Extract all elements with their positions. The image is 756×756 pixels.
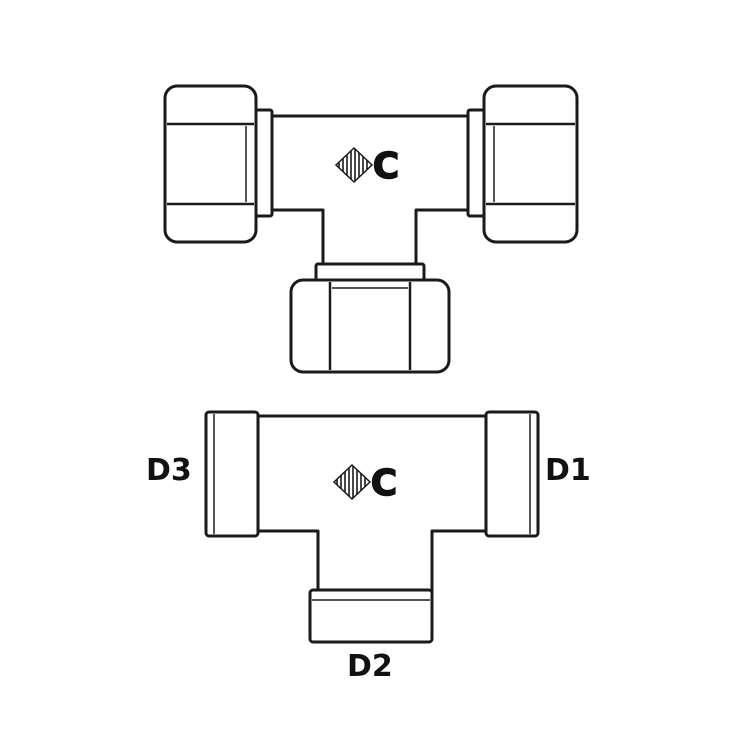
port-d1 bbox=[484, 410, 540, 538]
port-d2 bbox=[308, 588, 434, 644]
port-d3 bbox=[204, 410, 260, 538]
label-d1: D1 bbox=[545, 453, 591, 488]
diamond-hatch-icon bbox=[332, 463, 372, 501]
ring-right bbox=[466, 108, 486, 218]
nut-right bbox=[482, 84, 579, 244]
nut-bottom bbox=[289, 278, 451, 374]
tee-body-bottom bbox=[256, 414, 488, 594]
tee-with-nuts bbox=[163, 84, 579, 374]
ring-bottom bbox=[314, 262, 426, 282]
nut-left bbox=[163, 84, 258, 244]
tee-body-top bbox=[270, 114, 470, 268]
brand-logo-bottom: C bbox=[332, 462, 398, 505]
tee-plain bbox=[204, 410, 540, 644]
label-d3: D3 bbox=[146, 453, 192, 488]
logo-letter-bottom: C bbox=[371, 463, 397, 504]
logo-letter-top: C bbox=[373, 146, 399, 187]
ring-left bbox=[254, 108, 274, 218]
label-d2: D2 bbox=[347, 649, 393, 684]
